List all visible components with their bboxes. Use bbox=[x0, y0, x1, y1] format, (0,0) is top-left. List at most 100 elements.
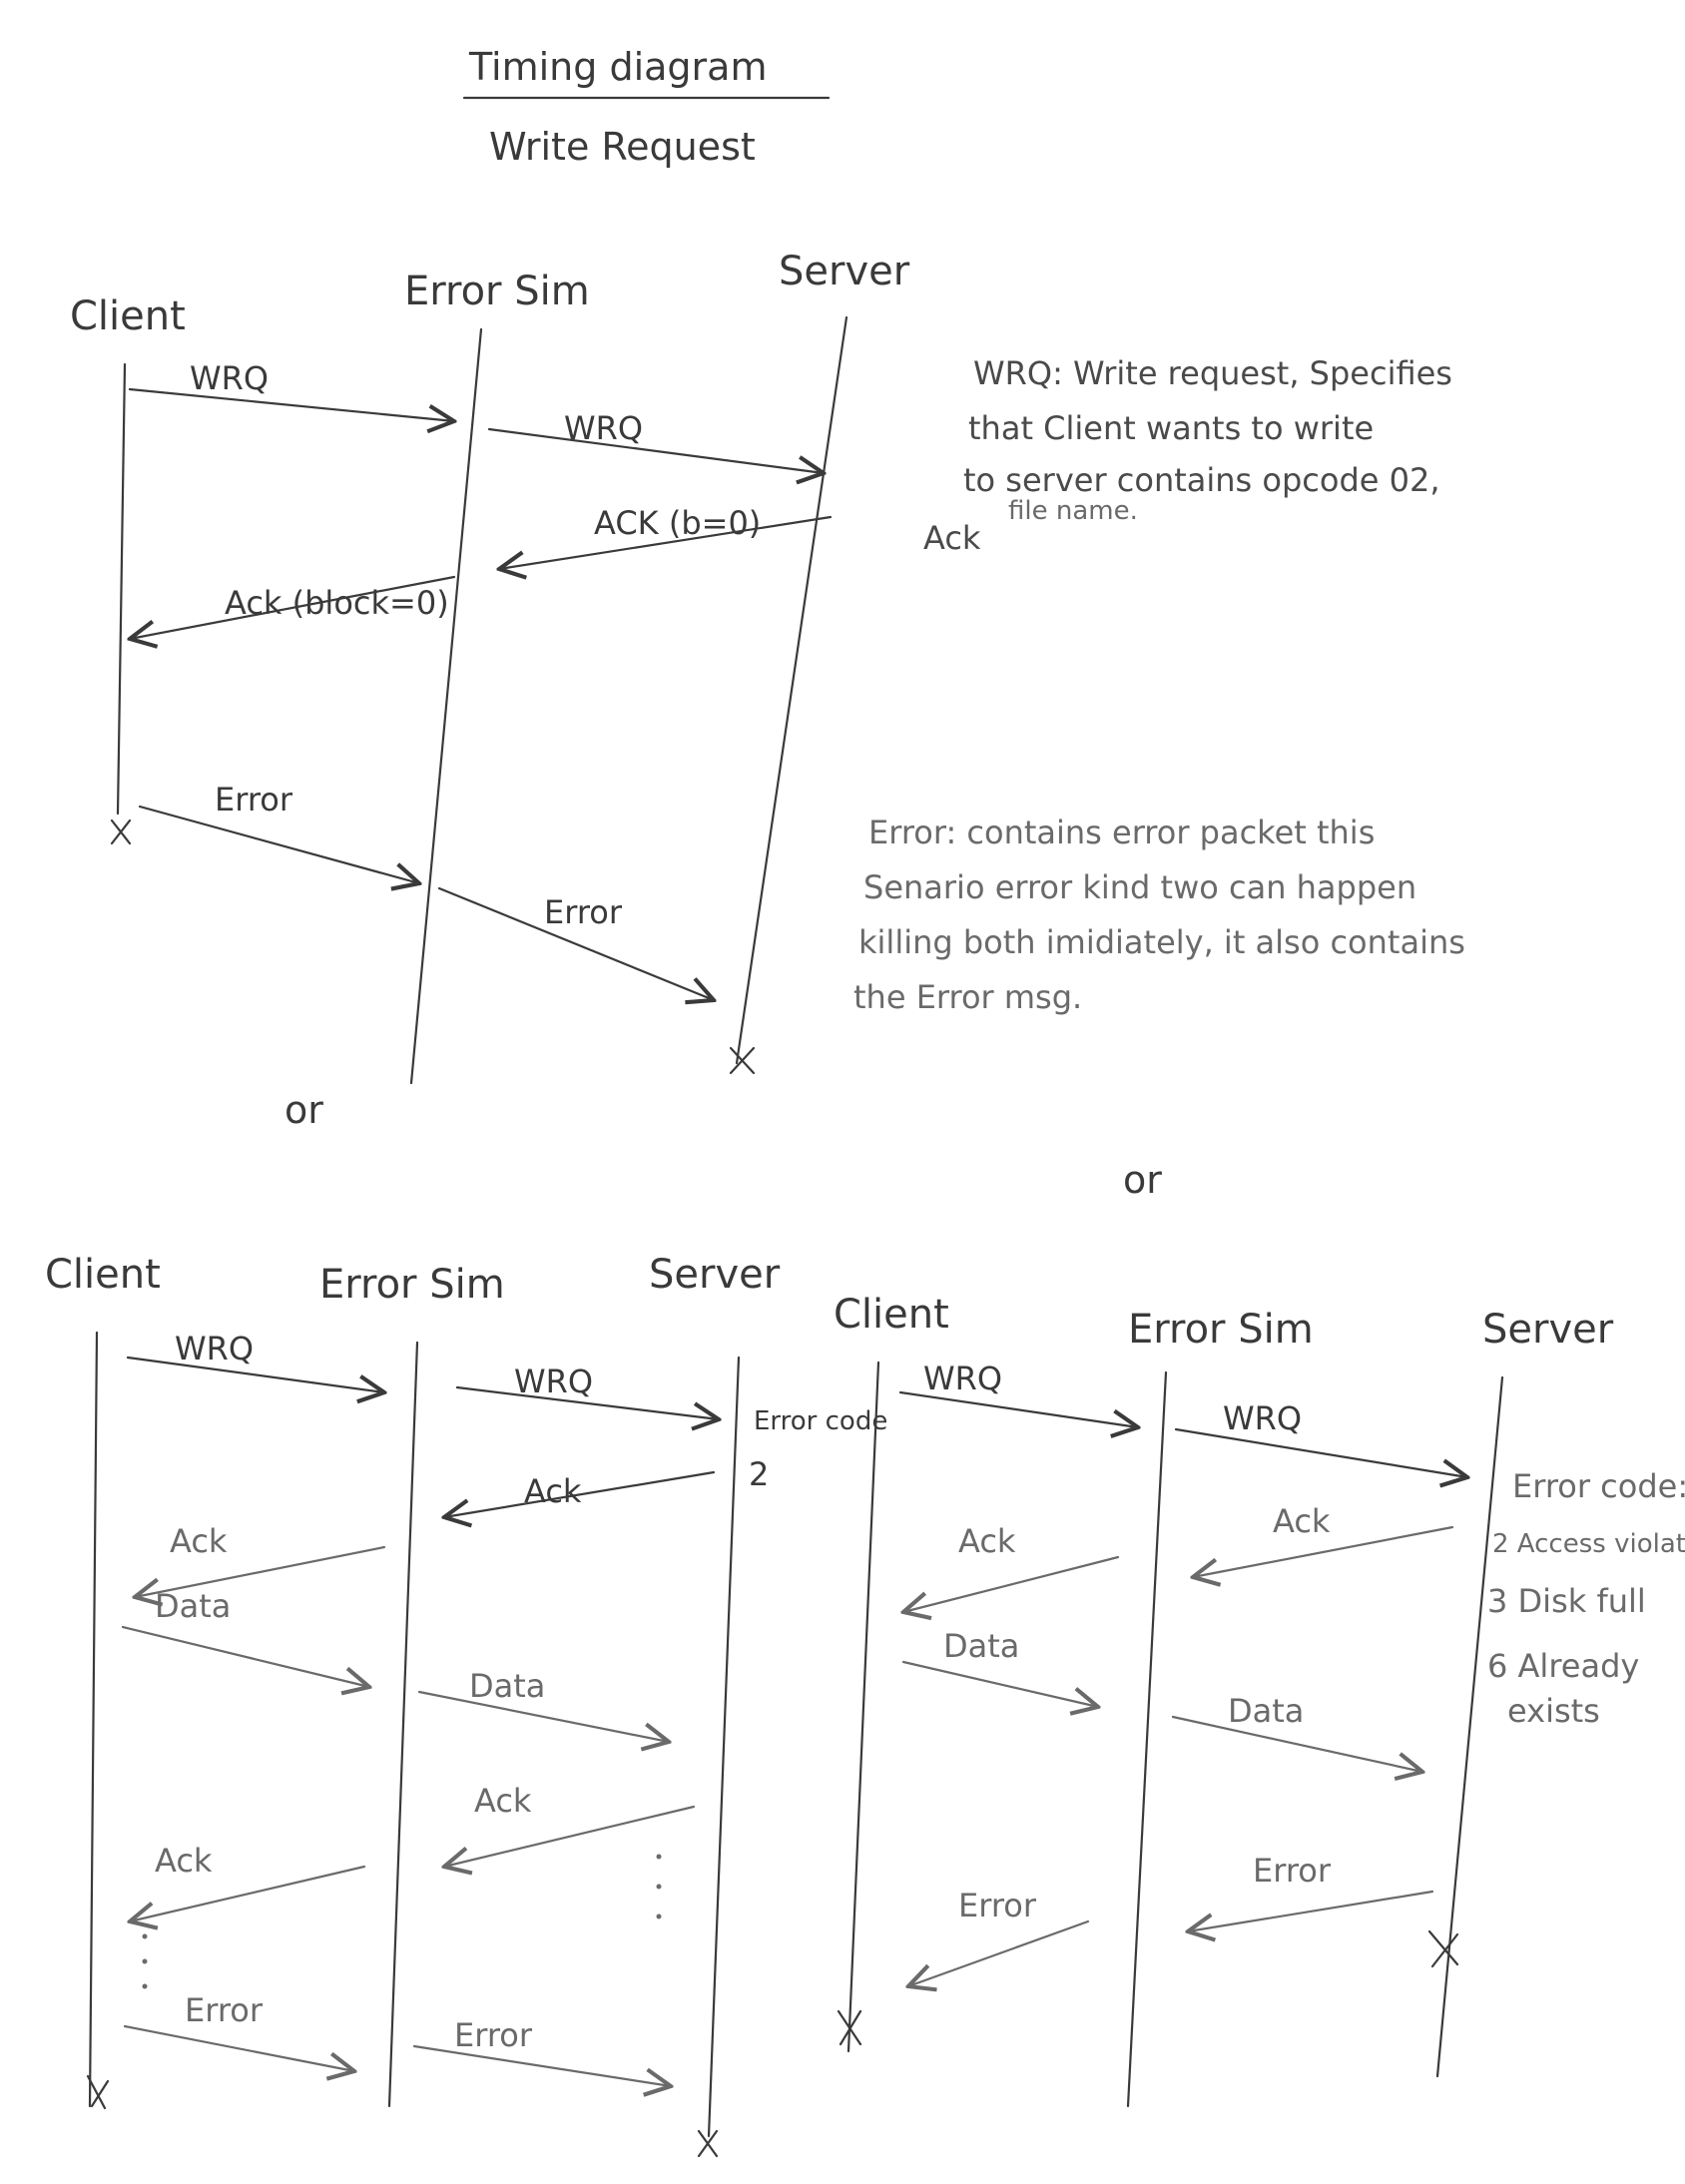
br-error-code-6-cont: exists bbox=[1507, 1692, 1600, 1730]
bl-msg-error-2: Error bbox=[454, 2016, 533, 2054]
br-error-code-6: 6 Already bbox=[1487, 1647, 1639, 1685]
bl-ellipsis bbox=[142, 1854, 662, 1989]
br-arrow-data-1 bbox=[901, 1660, 1098, 1707]
lane-label-client: Client bbox=[70, 293, 186, 339]
msg-error-1: Error bbox=[215, 781, 293, 819]
br-lane-label-error-sim: Error Sim bbox=[1128, 1307, 1314, 1353]
arrow-ack-1 bbox=[499, 515, 833, 569]
msg-wrq-1: WRQ bbox=[190, 359, 269, 397]
note-wrq-line-1: WRQ: Write request, Specifies bbox=[973, 354, 1452, 392]
br-lifeline-error-sim bbox=[1126, 1370, 1168, 2108]
diagram-title: Timing diagram bbox=[468, 45, 767, 89]
note-error-line-4: the Error msg. bbox=[853, 978, 1082, 1016]
br-error-code-3: 3 Disk full bbox=[1487, 1582, 1646, 1620]
bl-arrow-error-1 bbox=[123, 2024, 354, 2071]
br-lifeline-client bbox=[846, 1361, 880, 2053]
br-lane-label-server: Server bbox=[1482, 1307, 1614, 1353]
br-terminate-server-x-a bbox=[1427, 1929, 1459, 1966]
bl-msg-wrq-1: WRQ bbox=[175, 1330, 254, 1367]
arrow-error-1 bbox=[138, 805, 419, 883]
br-msg-wrq-2: WRQ bbox=[1223, 1399, 1302, 1437]
br-terminate-server-x-b bbox=[1430, 1932, 1459, 1968]
br-msg-error-1: Error bbox=[1253, 1852, 1332, 1890]
br-lifeline-server bbox=[1435, 1375, 1504, 2078]
br-msg-data-2: Data bbox=[1228, 1692, 1304, 1730]
note-error-line-2: Senario error kind two can happen bbox=[863, 868, 1416, 906]
br-arrow-error-2 bbox=[908, 1919, 1090, 1986]
br-arrow-error-1 bbox=[1188, 1890, 1434, 1931]
bl-msg-error-1: Error bbox=[185, 1991, 264, 2029]
bl-arrow-data-2 bbox=[417, 1690, 669, 1742]
msg-wrq-2: WRQ bbox=[564, 409, 643, 447]
note-wrq-line-2: that Client wants to write bbox=[968, 409, 1374, 447]
bl-msg-ack-2: Ack bbox=[170, 1522, 228, 1560]
bl-arrow-wrq-1 bbox=[126, 1356, 384, 1392]
br-msg-data-1: Data bbox=[943, 1627, 1019, 1665]
br-msg-error-2: Error bbox=[958, 1887, 1037, 1924]
br-terminate-client-x-b bbox=[839, 2009, 862, 2046]
bl-lane-label-client: Client bbox=[45, 1252, 161, 1298]
bl-lifeline-error-sim bbox=[387, 1341, 419, 2108]
terminate-server-x-b bbox=[729, 1046, 756, 1075]
lifeline-server bbox=[735, 315, 848, 1065]
bl-arrow-ack-4 bbox=[130, 1865, 366, 1921]
br-msg-ack-2: Ack bbox=[958, 1522, 1016, 1560]
bl-msg-wrq-2: WRQ bbox=[514, 1363, 593, 1400]
or-label-1: or bbox=[284, 1088, 323, 1132]
bl-arrow-ack-3 bbox=[444, 1805, 696, 1867]
bl-msg-ack-1: Ack bbox=[524, 1472, 582, 1510]
msg-ack-client: Ack (block=0) bbox=[225, 584, 449, 622]
bl-msg-data-1: Data bbox=[155, 1587, 231, 1625]
bl-error-code-value: 2 bbox=[749, 1455, 769, 1493]
note-wrq-line-3: to server contains opcode 02, bbox=[963, 461, 1440, 499]
br-error-codes-note: Error code: 2 Access violation 3 Disk fu… bbox=[1487, 1467, 1685, 1730]
arrow-ack-2 bbox=[130, 575, 456, 639]
bl-msg-ack-4: Ack bbox=[155, 1842, 213, 1880]
bl-arrow-ack-2 bbox=[135, 1545, 386, 1597]
bl-msg-ack-3: Ack bbox=[474, 1782, 532, 1820]
br-arrow-ack-2 bbox=[903, 1555, 1120, 1612]
msg-error-2: Error bbox=[544, 893, 623, 931]
br-arrow-wrq-1 bbox=[898, 1390, 1138, 1427]
lane-label-server: Server bbox=[779, 249, 910, 294]
diagram-subtitle: Write Request bbox=[489, 125, 756, 169]
note-error-line-3: killing both imidiately, it also contain… bbox=[858, 923, 1465, 961]
bl-terminate-client-x-b bbox=[90, 2079, 110, 2108]
bl-lane-label-server: Server bbox=[649, 1252, 781, 1298]
note-ack: Ack bbox=[923, 519, 981, 557]
bl-arrow-data-1 bbox=[121, 1625, 369, 1687]
br-error-code-2: 2 Access violation bbox=[1492, 1529, 1685, 1559]
top-sequence-diagram: Client Error Sim Server WRQ WRQ ACK (b=0… bbox=[70, 249, 1465, 1085]
arrow-error-2 bbox=[437, 886, 714, 1000]
br-msg-ack-1: Ack bbox=[1273, 1502, 1331, 1540]
bl-msg-data-2: Data bbox=[469, 1667, 545, 1705]
arrow-wrq-1 bbox=[128, 387, 454, 421]
note-error: Error: contains error packet this Senari… bbox=[853, 814, 1465, 1016]
arrow-wrq-2 bbox=[487, 427, 824, 473]
bl-arrow-ack-1 bbox=[444, 1470, 716, 1517]
br-msg-wrq-1: WRQ bbox=[923, 1360, 1002, 1397]
bl-arrow-error-2 bbox=[412, 2044, 671, 2086]
bl-terminate-server-x-b bbox=[697, 2129, 719, 2158]
note-wrq-small: file name. bbox=[1008, 496, 1138, 526]
terminate-client-x-b bbox=[110, 819, 132, 845]
br-arrow-data-2 bbox=[1171, 1715, 1422, 1772]
note-error-line-1: Error: contains error packet this bbox=[868, 814, 1375, 851]
bl-arrow-wrq-2 bbox=[455, 1385, 719, 1419]
br-arrow-ack-1 bbox=[1193, 1525, 1454, 1577]
bottom-right-sequence-diagram: Client Error Sim Server WRQ WRQ Ack Ack … bbox=[834, 1292, 1685, 2108]
bl-error-code-label: Error code bbox=[754, 1406, 887, 1436]
br-error-codes-title: Error code: bbox=[1512, 1467, 1685, 1505]
lane-label-error-sim: Error Sim bbox=[404, 269, 590, 314]
br-arrow-wrq-2 bbox=[1174, 1427, 1467, 1477]
bottom-left-sequence-diagram: Client Error Sim Server WRQ WRQ Error co… bbox=[45, 1252, 887, 2158]
bl-terminate-client-x-a bbox=[86, 2074, 107, 2110]
bl-lifeline-server bbox=[707, 1356, 741, 2138]
msg-ack-server: ACK (b=0) bbox=[594, 504, 761, 542]
lifeline-error-sim bbox=[409, 327, 483, 1085]
br-lane-label-client: Client bbox=[834, 1292, 949, 1338]
lifeline-client bbox=[116, 362, 127, 816]
or-label-2: or bbox=[1123, 1158, 1162, 1202]
bl-lane-label-error-sim: Error Sim bbox=[319, 1262, 505, 1308]
